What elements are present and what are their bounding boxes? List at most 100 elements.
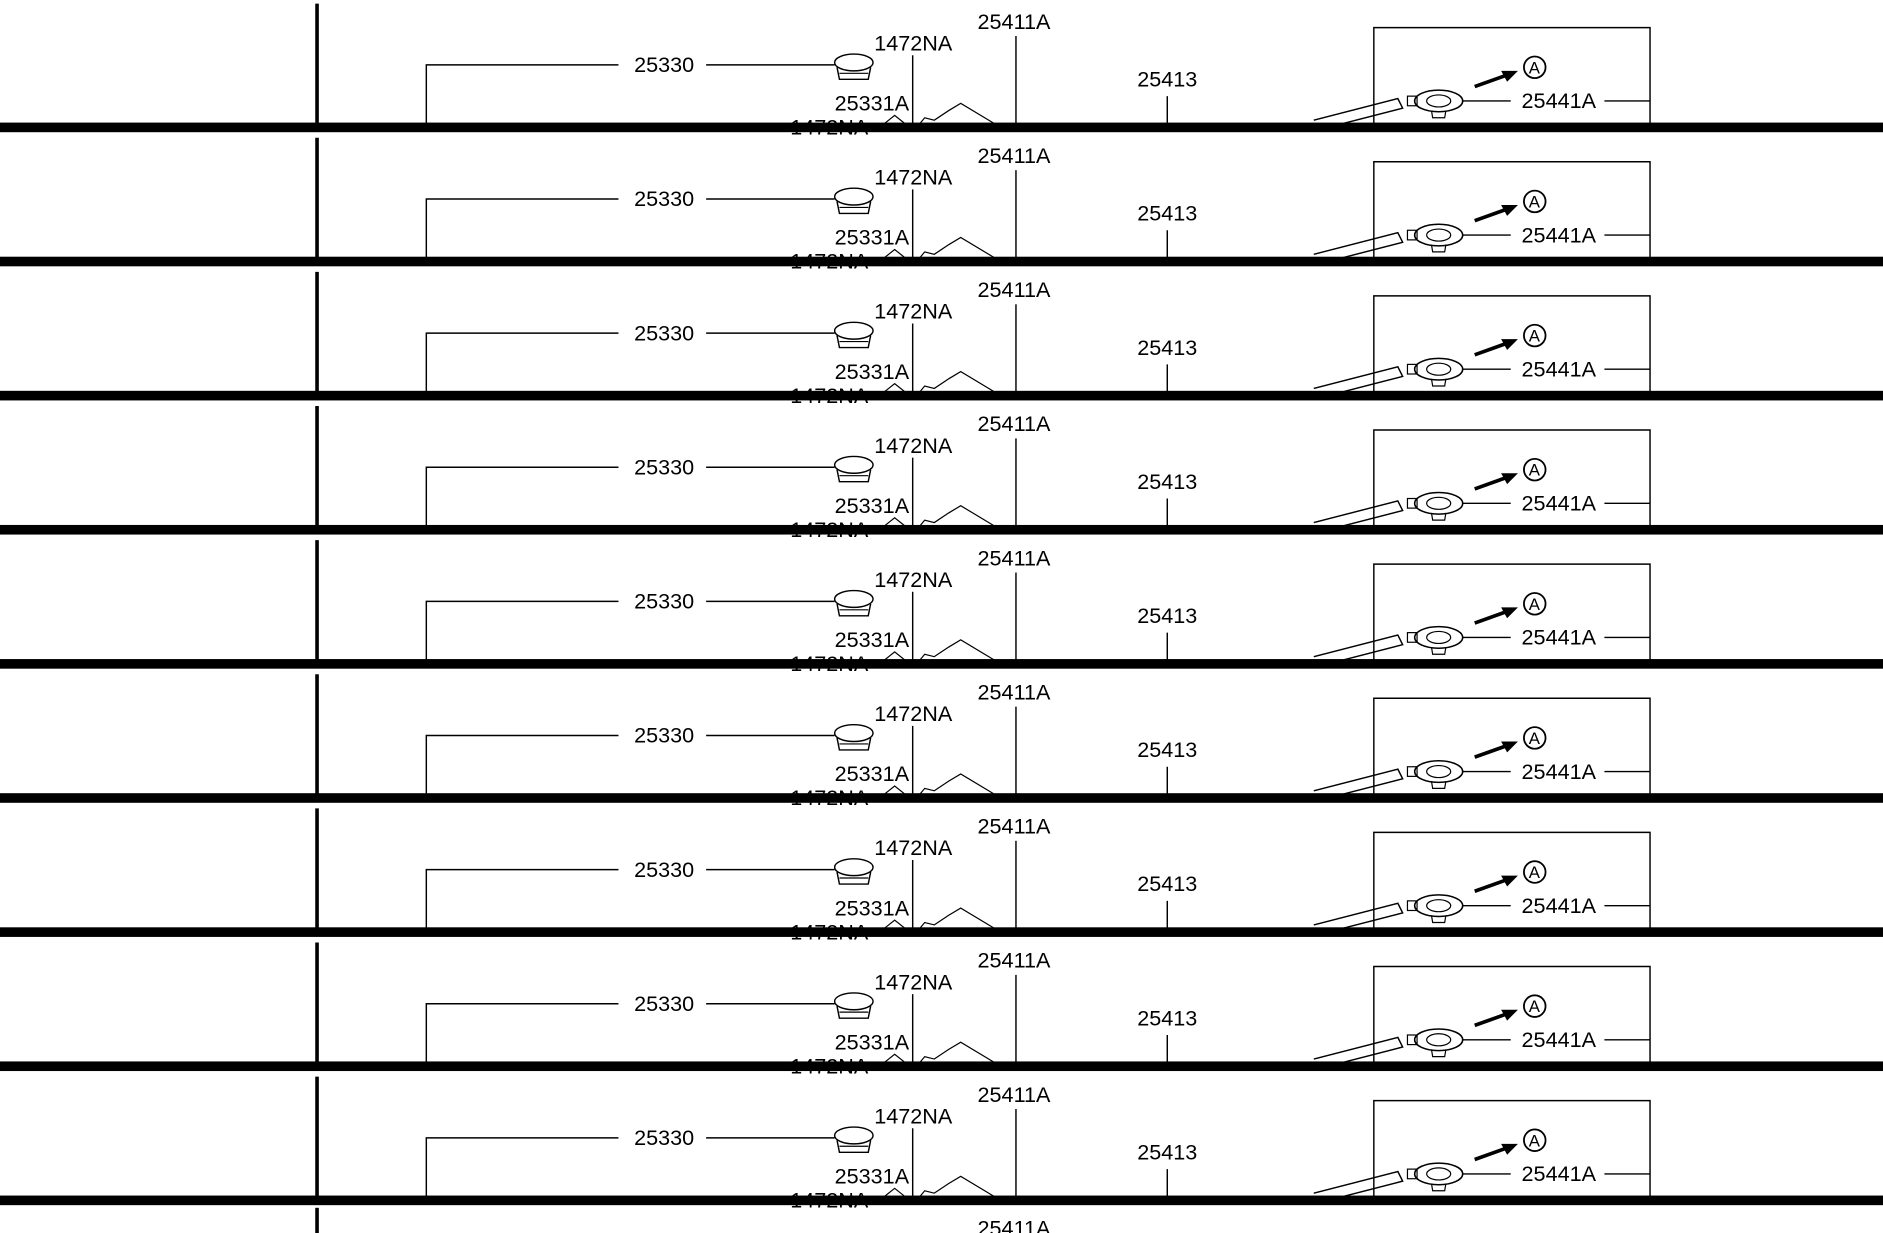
strip-cut-border [0, 927, 1883, 937]
radiator-cap-body [836, 469, 872, 483]
coupler-body [1413, 89, 1464, 113]
diagram-strip: 253301472NA25331A1472NA25411A25413A25441… [0, 808, 1883, 944]
ref-marker-letter: A [1529, 595, 1541, 614]
coupler-nozzle [1406, 363, 1418, 375]
label-25413: 25413 [1137, 871, 1197, 896]
diagram-strip: 253301472NA25331A1472NA25411A25413A25441… [0, 3, 1883, 140]
coupler-nozzle [1406, 1168, 1418, 1180]
label-25330: 25330 [634, 454, 694, 479]
frame-25441A [1373, 965, 1651, 1064]
hose-25441A [1313, 500, 1404, 533]
diagram-strip: 253301472NA25331A1472NA25411A25413A25441… [0, 137, 1883, 274]
hose-clamp-outline [882, 1041, 998, 1065]
coupler-nozzle [1406, 95, 1418, 107]
hose-25441A [1313, 768, 1404, 802]
label-1472NA: 1472NA [874, 969, 953, 994]
label-25411A: 25411A [978, 948, 1051, 973]
label-25411A: 25411A [978, 143, 1051, 168]
label-25441A: 25441A [1522, 88, 1597, 113]
leader-25330 [425, 466, 619, 528]
radiator-cap-body [836, 871, 872, 885]
label-25411A: 25411A [978, 277, 1051, 302]
ref-marker-letter: A [1529, 58, 1541, 77]
arrow-head [1501, 70, 1518, 82]
label-25330: 25330 [634, 320, 694, 345]
coupler-body [1413, 223, 1464, 247]
frame-25441A [1373, 697, 1651, 796]
label-25411A: 25411A [978, 1082, 1051, 1107]
arrow-shaft [1474, 609, 1509, 625]
leader-25330 [425, 734, 619, 796]
label-25413: 25413 [1137, 1139, 1197, 1164]
diagram-strip: 253301472NA25331A1472NA25411A25413A25441… [0, 271, 1883, 408]
ref-marker-letter: A [1529, 729, 1541, 748]
hose-25441A [1313, 365, 1404, 399]
label-1472NA: 1472NA [874, 1103, 953, 1128]
arrow-shaft [1474, 1011, 1509, 1028]
label-25441A: 25441A [1522, 893, 1597, 918]
arrow-head [1501, 339, 1518, 350]
radiator-cap-top [833, 1126, 874, 1145]
ref-marker-circle [1523, 457, 1547, 482]
hose-25441A [1313, 1170, 1404, 1204]
coupler-base [1430, 781, 1447, 789]
label-25411A: 25411A [978, 814, 1051, 839]
coupler-nozzle [1406, 229, 1418, 241]
label-25441A: 25441A [1522, 1027, 1597, 1052]
label-25441A: 25441A [1522, 491, 1597, 516]
ref-marker-circle [1523, 189, 1547, 214]
label-25331A: 25331A [835, 225, 910, 250]
radiator-cap-body [836, 737, 872, 751]
radiator-cap-body [836, 201, 872, 215]
diagram-strips: 253301472NA25331A1472NA25411A25413A25441… [0, 3, 1883, 1213]
frame-25441A [1373, 831, 1651, 930]
coupler-body [1413, 759, 1464, 784]
radiator-cap-body [836, 603, 872, 617]
coupler-nozzle [1406, 497, 1418, 509]
label-25330: 25330 [634, 991, 694, 1016]
arrow-head [1501, 741, 1518, 753]
diagram-strip: 253301472NA25331A1472NA25411A25413A25441… [0, 540, 1883, 676]
radiator-cap-body [836, 67, 872, 81]
coupler-inner [1426, 228, 1452, 242]
strip-cut-border [0, 256, 1883, 267]
radiator-cap-body [836, 1006, 872, 1019]
label-25413: 25413 [1137, 603, 1197, 628]
label-1472NA: 1472NA [874, 30, 953, 55]
coupler-nozzle [1406, 900, 1418, 912]
frame-25441A [1373, 429, 1651, 528]
leader-25330 [425, 868, 619, 930]
label-25441A: 25441A [1522, 356, 1597, 381]
label-25441A: 25441A [1522, 759, 1597, 784]
radiator-cap-top [833, 187, 874, 206]
radiator-cap-top [833, 589, 874, 609]
label-25413: 25413 [1137, 67, 1197, 92]
arrow-shaft [1474, 475, 1509, 491]
label-25441A: 25441A [1522, 625, 1597, 650]
coupler-inner [1426, 899, 1452, 913]
coupler-body [1413, 1028, 1464, 1052]
arrow-head [1501, 1009, 1518, 1021]
coupler-inner [1426, 362, 1452, 376]
ref-marker-circle [1523, 1128, 1547, 1152]
coupler-body [1413, 491, 1464, 515]
label-25331A: 25331A [835, 359, 910, 384]
diagram-strip: 253301472NA25331A1472NA25411A25413A25441… [0, 1076, 1883, 1213]
label-25331A: 25331A [835, 627, 910, 652]
ref-marker-circle [1523, 994, 1547, 1018]
strip-cut-border [0, 1061, 1883, 1072]
coupler-body [1413, 894, 1464, 918]
ref-marker-letter: A [1529, 1131, 1541, 1150]
coupler-base [1430, 512, 1447, 521]
ref-marker-circle [1523, 726, 1547, 750]
coupler-inner [1426, 94, 1452, 108]
diagram-tail-strip: 25411A [315, 1207, 1051, 1233]
label-25413: 25413 [1137, 1005, 1197, 1030]
frame-25441A [1373, 563, 1651, 662]
label-25330: 25330 [634, 52, 694, 77]
label-25331A: 25331A [835, 1164, 910, 1189]
coupler-inner [1426, 764, 1452, 779]
coupler-inner [1426, 1167, 1452, 1181]
arrow-shaft [1474, 341, 1509, 357]
